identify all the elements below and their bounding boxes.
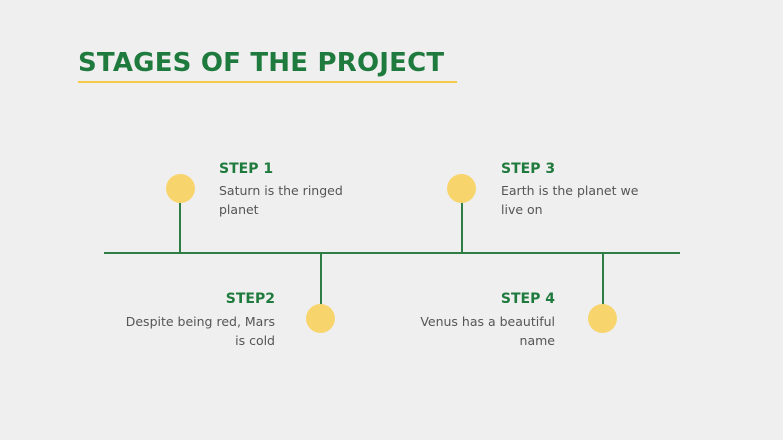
timeline-axis [104, 252, 680, 254]
title-underline [78, 81, 457, 83]
step-4-title: STEP 4 [500, 291, 555, 307]
step-1-description: Saturn is the ringed planet [219, 183, 343, 217]
step-4-marker [588, 304, 617, 333]
step-2-connector [320, 253, 322, 306]
step-1-title: STEP 1 [219, 161, 274, 177]
step-3-connector [461, 200, 463, 253]
step-4-connector [602, 253, 604, 306]
step-1-marker [166, 174, 195, 203]
step-2-description: Despite being red, Mars is cold [125, 314, 275, 348]
step-3-marker [447, 174, 476, 203]
step-3-title: STEP 3 [501, 161, 556, 177]
step-1-connector [179, 200, 181, 253]
step-3-description: Earth is the planet we live on [501, 183, 639, 217]
step-2-title: STEP2 [225, 291, 275, 307]
step-4-description: Venus has a beautiful name [420, 314, 555, 348]
page-title: STAGES OF THE PROJECT [78, 48, 445, 78]
step-2-marker [306, 304, 335, 333]
